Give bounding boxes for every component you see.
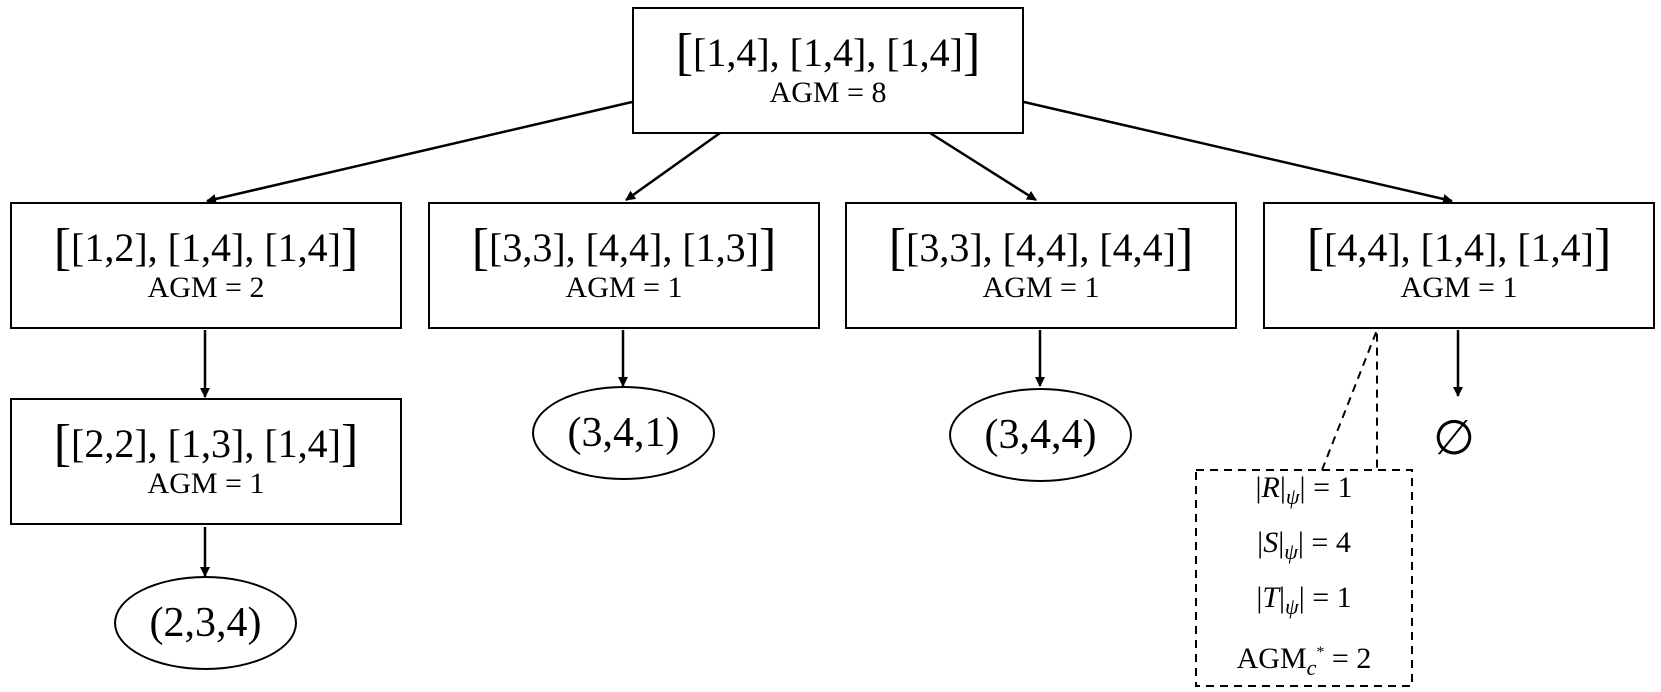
child-node-3: [[3,3], [4,4], [4,4]] AGM = 1 [845, 202, 1237, 329]
root-agm: AGM = 8 [769, 75, 887, 109]
empty-set-symbol: ∅ [1433, 410, 1475, 466]
grandchild-node: [[2,2], [1,3], [1,4]] AGM = 1 [10, 398, 402, 525]
callout-t-size: |T|ψ| = 1 [1256, 581, 1352, 619]
callout-s-size: |S|ψ| = 4 [1257, 526, 1351, 564]
leaf-tuple-2: (3,4,1) [532, 386, 715, 480]
grandchild-intervals: [[2,2], [1,3], [1,4]] [53, 414, 359, 472]
leaf-tuple-3: (3,4,4) [949, 388, 1132, 482]
root-node: [[1,4], [1,4], [1,4]] AGM = 8 [632, 7, 1024, 134]
child-node-1: [[1,2], [1,4], [1,4]] AGM = 2 [10, 202, 402, 329]
child-3-intervals: [[3,3], [4,4], [4,4]] [888, 218, 1194, 276]
child-2-intervals: [[3,3], [4,4], [1,3]] [471, 218, 777, 276]
child-2-agm: AGM = 1 [565, 270, 683, 304]
root-intervals: [[1,4], [1,4], [1,4]] [675, 23, 981, 81]
child-4-intervals: [[4,4], [1,4], [1,4]] [1306, 218, 1612, 276]
child-1-agm: AGM = 2 [147, 270, 265, 304]
leaf-tuple-1: (2,3,4) [114, 576, 297, 670]
callout-border [1195, 469, 1413, 687]
callout-agm-cstar: AGMc* = 2 [1236, 642, 1372, 680]
edge-root-to-child-2 [625, 131, 721, 202]
edge-root-to-child-1 [206, 100, 633, 204]
callout-box: |R|ψ| = 1 |S|ψ| = 4 |T|ψ| = 1 AGMc* = 2 [1196, 470, 1412, 686]
child-node-4: [[4,4], [1,4], [1,4]] AGM = 1 [1263, 202, 1655, 329]
edge-root-to-child-4 [1023, 100, 1453, 204]
callout-r-size: |R|ψ| = 1 [1255, 471, 1353, 509]
grandchild-agm: AGM = 1 [147, 466, 265, 500]
child-node-2: [[3,3], [4,4], [1,3]] AGM = 1 [428, 202, 820, 329]
edge-root-to-child-3 [929, 131, 1037, 202]
child-3-agm: AGM = 1 [982, 270, 1100, 304]
child-1-intervals: [[1,2], [1,4], [1,4]] [53, 218, 359, 276]
callout-pointer [1321, 329, 1378, 471]
child-4-agm: AGM = 1 [1400, 270, 1518, 304]
